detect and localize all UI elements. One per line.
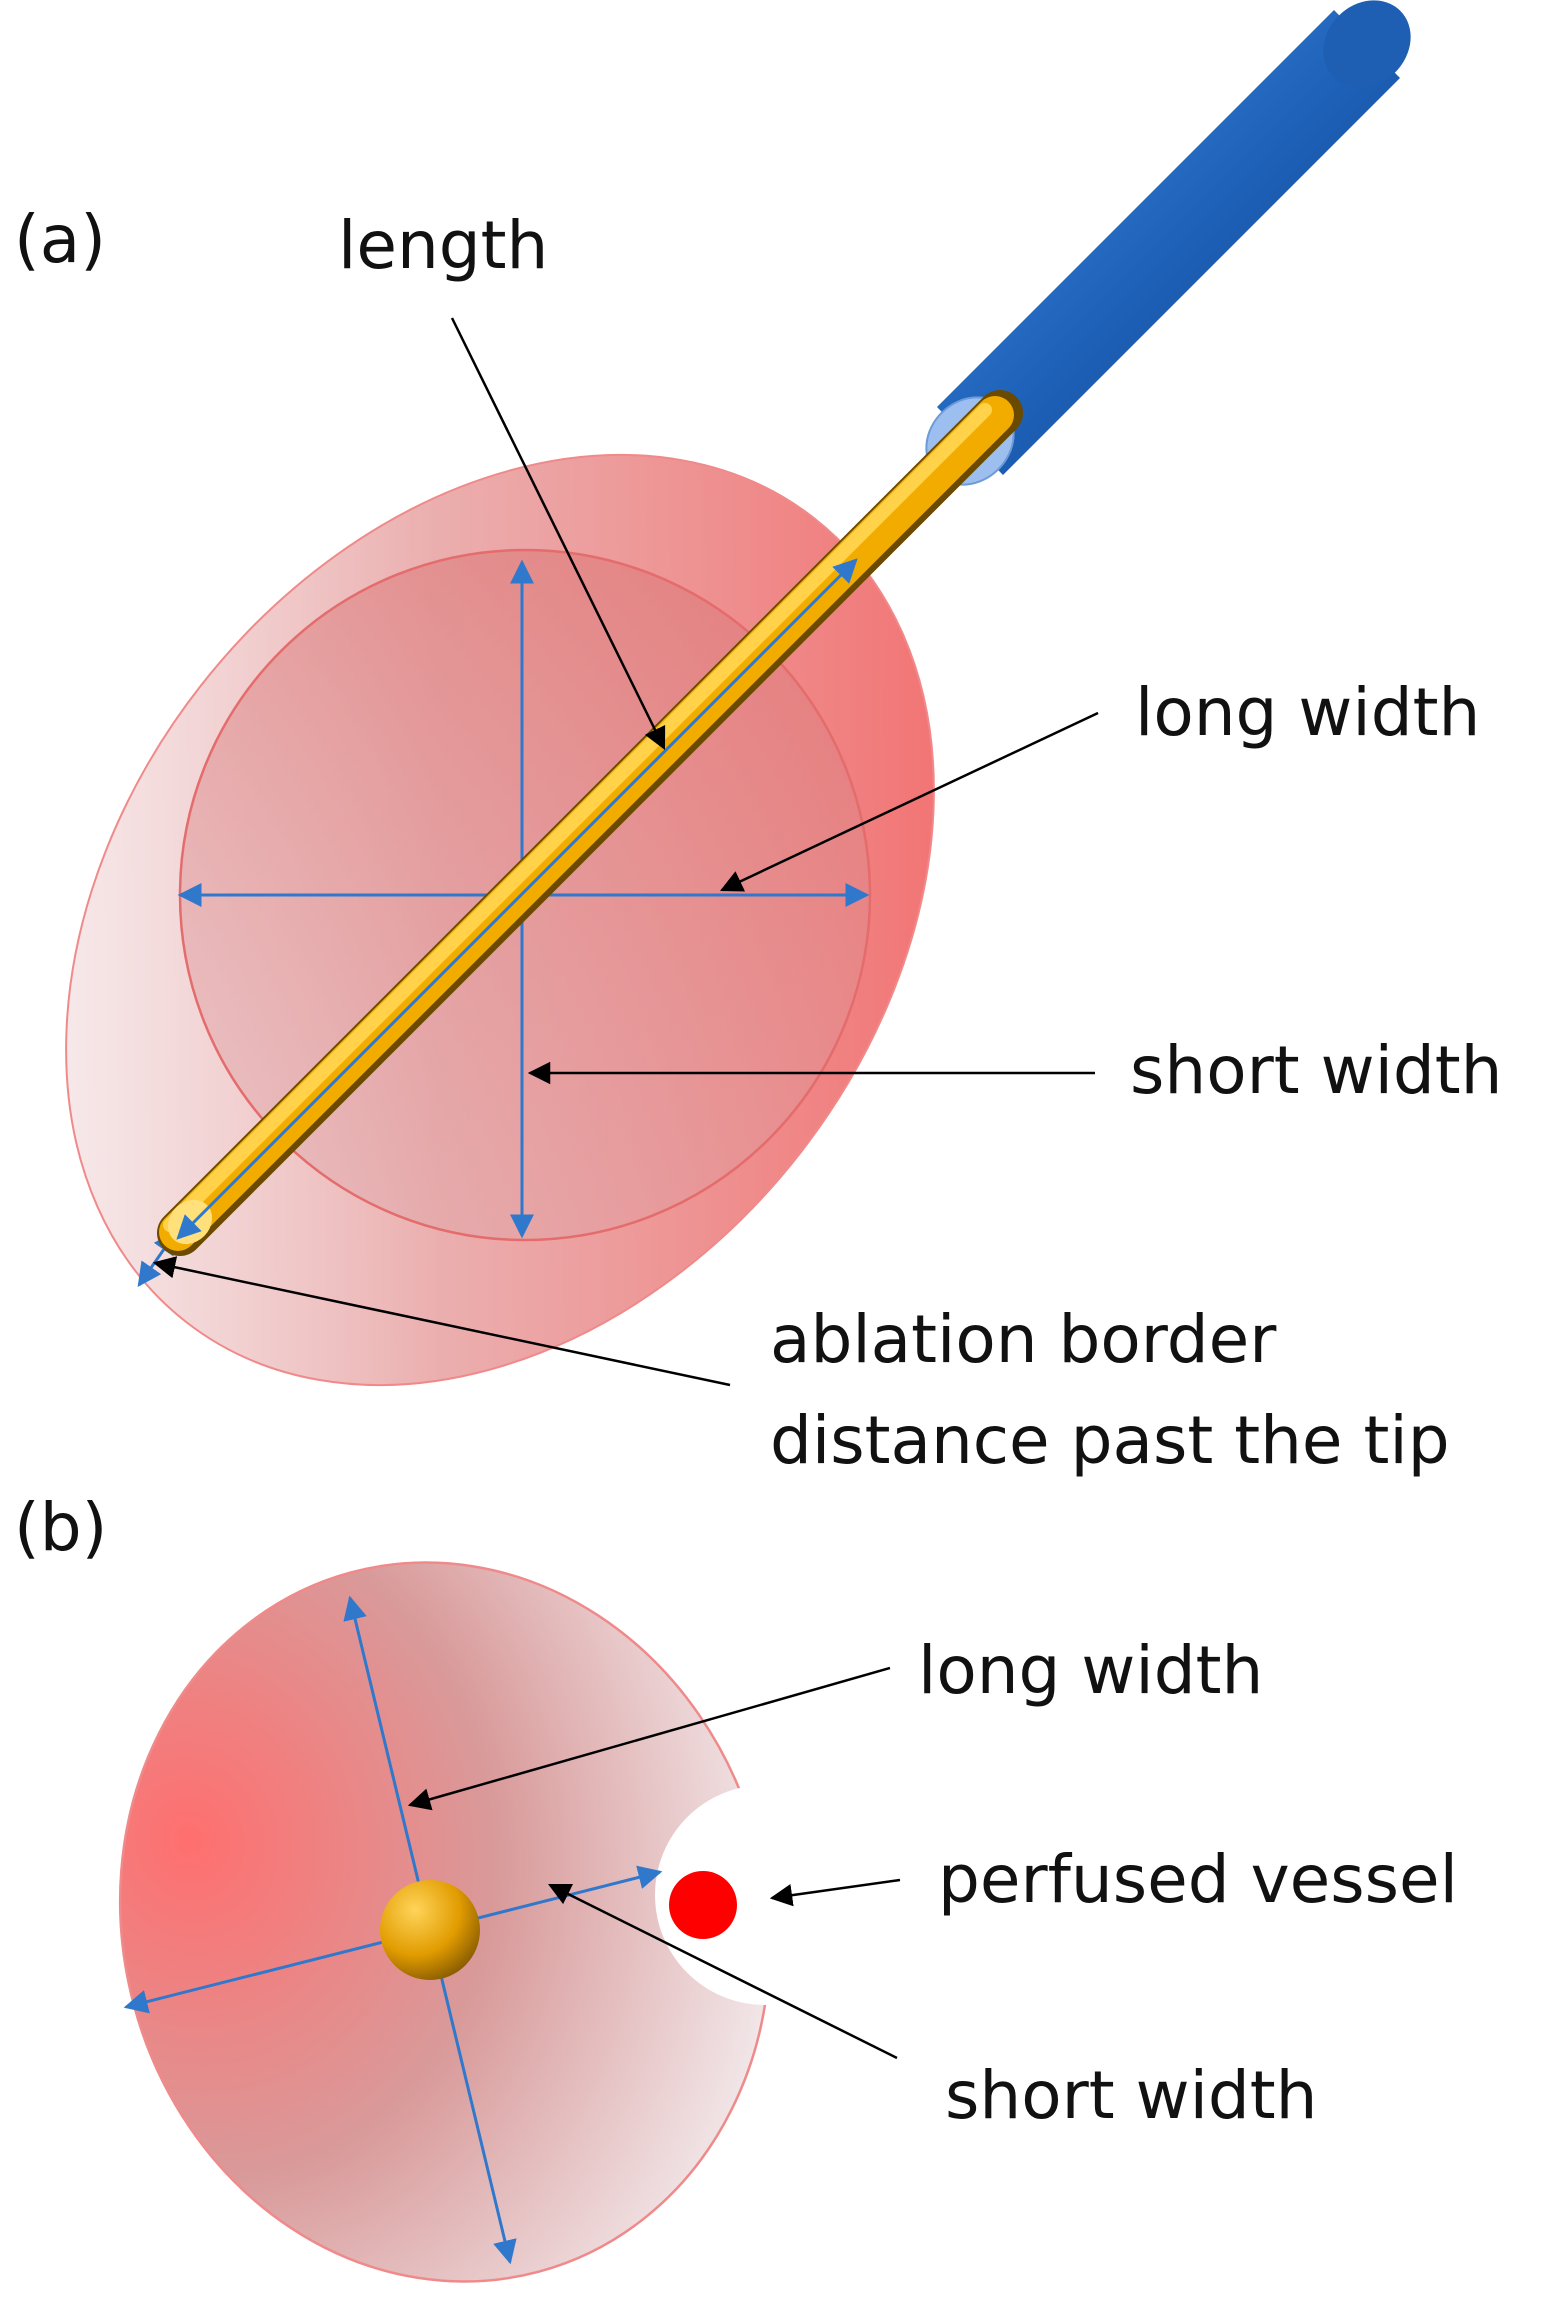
- vessel-leader: [769, 1878, 901, 1907]
- length-leader: [450, 317, 666, 751]
- long-width-leader-a: [719, 711, 1099, 892]
- perfused-vessel-label: perfused vessel: [938, 1841, 1458, 1918]
- needle-cross-section-icon: [380, 1880, 480, 1980]
- ablation-border-label-line1: ablation border: [770, 1301, 1277, 1378]
- short-width-label-b: short width: [945, 2057, 1318, 2134]
- perfused-vessel-icon: [669, 1871, 737, 1939]
- length-label: length: [338, 207, 548, 284]
- long-width-label-a: long width: [1135, 674, 1480, 751]
- long-width-label-b: long width: [918, 1632, 1263, 1709]
- panel-a-tag: (a): [14, 201, 106, 278]
- length-arrow: [176, 558, 858, 1240]
- panel-a: (a) length long width short width ablati…: [14, 0, 1503, 1479]
- short-width-label-a: short width: [1130, 1032, 1503, 1109]
- tip-distance-leader: [152, 1256, 731, 1387]
- ablation-border-label-line2: distance past the tip: [770, 1402, 1450, 1479]
- long-width-leader-b: [407, 1666, 891, 1811]
- panel-b: (b) long width perfused vessel short wid…: [14, 1489, 1458, 2283]
- short-width-leader-b: [547, 1883, 898, 2060]
- panel-b-tag: (b): [14, 1489, 107, 1566]
